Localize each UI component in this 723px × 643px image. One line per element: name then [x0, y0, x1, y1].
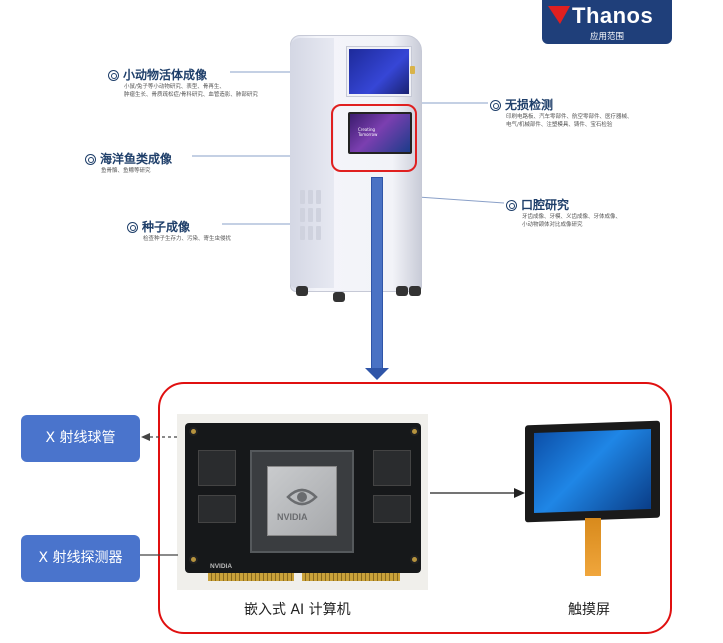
board-to-screen-arrow — [430, 488, 525, 498]
feature-icon — [108, 70, 119, 81]
mount-hole — [189, 427, 198, 436]
machine-wheel — [409, 286, 421, 296]
touchscreen-caption: 触摸屏 — [568, 602, 610, 618]
mount-hole — [189, 555, 198, 564]
feature-ndt: 无损检测 印刷电路板、汽车零部件、航空零部件、医疗器械、 电气/机械部件、注塑模… — [490, 96, 633, 129]
machine-indicator — [410, 66, 415, 74]
board-caption: 嵌入式 AI 计算机 — [244, 602, 351, 618]
feature-seed: 种子成像 检查种子生存力、污染、寄生虫侵扰 — [127, 218, 231, 243]
screen-highlight-ring — [331, 104, 417, 172]
memory-chip — [198, 450, 236, 486]
feature-desc: 印刷电路板、汽车零部件、航空零部件、医疗器械、 — [506, 114, 633, 120]
machine-chamber-window — [347, 47, 411, 96]
feature-title: 口腔研究 — [521, 198, 570, 212]
tube-arrow-head — [141, 433, 150, 441]
components-frame — [158, 382, 672, 634]
feature-desc: 电气/机械部件、注塑模具、铸件、宝石检验 — [506, 122, 613, 128]
feature-title: 无损检测 — [505, 98, 554, 112]
feature-marine-fish: 海洋鱼类成像 鱼骨骼、鱼鳔等研究 — [85, 150, 172, 175]
memory-chip — [198, 495, 236, 523]
nvidia-eye-icon — [286, 488, 318, 506]
xray-tube-box: X 射线球管 — [21, 415, 140, 462]
feature-desc: 牙齿成像、牙模、义齿成像、牙体成像、 — [522, 214, 622, 220]
mount-hole — [410, 555, 419, 564]
memory-chip — [373, 450, 411, 486]
feature-small-animal: 小动物活体成像 小鼠/兔子等小动物研究、表型、骨再生、 肿瘤生长、骨质疏松症/骨… — [108, 66, 258, 99]
screen-text: Tomorrow — [358, 132, 378, 137]
machine-wheel — [296, 286, 308, 296]
leader-line — [417, 196, 505, 204]
feature-icon — [85, 154, 96, 165]
touchscreen-display — [534, 428, 651, 514]
logo-subtitle: 应用范围 — [589, 32, 624, 42]
chip-brand: NVIDIA — [277, 512, 308, 522]
logo-brand: Thanos — [572, 3, 654, 28]
feature-oral: 口腔研究 牙齿成像、牙模、义齿成像、牙体成像、 小动物颌体对比成像研究 — [506, 196, 621, 229]
touchscreen-ribbon-cable — [585, 518, 601, 576]
feature-icon — [506, 200, 517, 211]
feature-desc: 小动物颌体对比成像研究 — [522, 222, 583, 228]
board-connectors — [140, 433, 178, 556]
xray-detector-box: X 射线探测器 — [21, 535, 140, 582]
soc-die — [267, 466, 337, 536]
down-arrow-shaft — [371, 177, 383, 370]
feature-icon — [127, 222, 138, 233]
screen-text: Creating — [358, 127, 376, 132]
edge-connector — [208, 573, 294, 581]
memory-chip — [373, 495, 411, 523]
thanos-logo: Thanos 应用范围 — [542, 0, 672, 44]
logo-triangle-icon — [548, 6, 570, 24]
feature-title: 小动物活体成像 — [123, 68, 208, 82]
machine-wheel — [396, 286, 408, 296]
edge-connector — [302, 573, 400, 581]
feature-desc: 小鼠/兔子等小动物研究、表型、骨再生、 — [124, 84, 225, 90]
feature-title: 海洋鱼类成像 — [100, 152, 173, 166]
machine-wheel — [333, 292, 345, 302]
feature-icon — [490, 100, 501, 111]
machine-side-panel — [290, 38, 334, 288]
feature-desc: 检查种子生存力、污染、寄生虫侵扰 — [143, 236, 232, 242]
feature-title: 种子成像 — [142, 220, 191, 234]
feature-desc: 肿瘤生长、骨质疏松症/骨科研究、血管造影、肺部研究 — [124, 92, 258, 98]
board-brand: NVIDIA — [210, 563, 233, 570]
feature-desc: 鱼骨骼、鱼鳔等研究 — [101, 168, 151, 174]
mount-hole — [410, 427, 419, 436]
down-arrow-head — [365, 368, 389, 380]
